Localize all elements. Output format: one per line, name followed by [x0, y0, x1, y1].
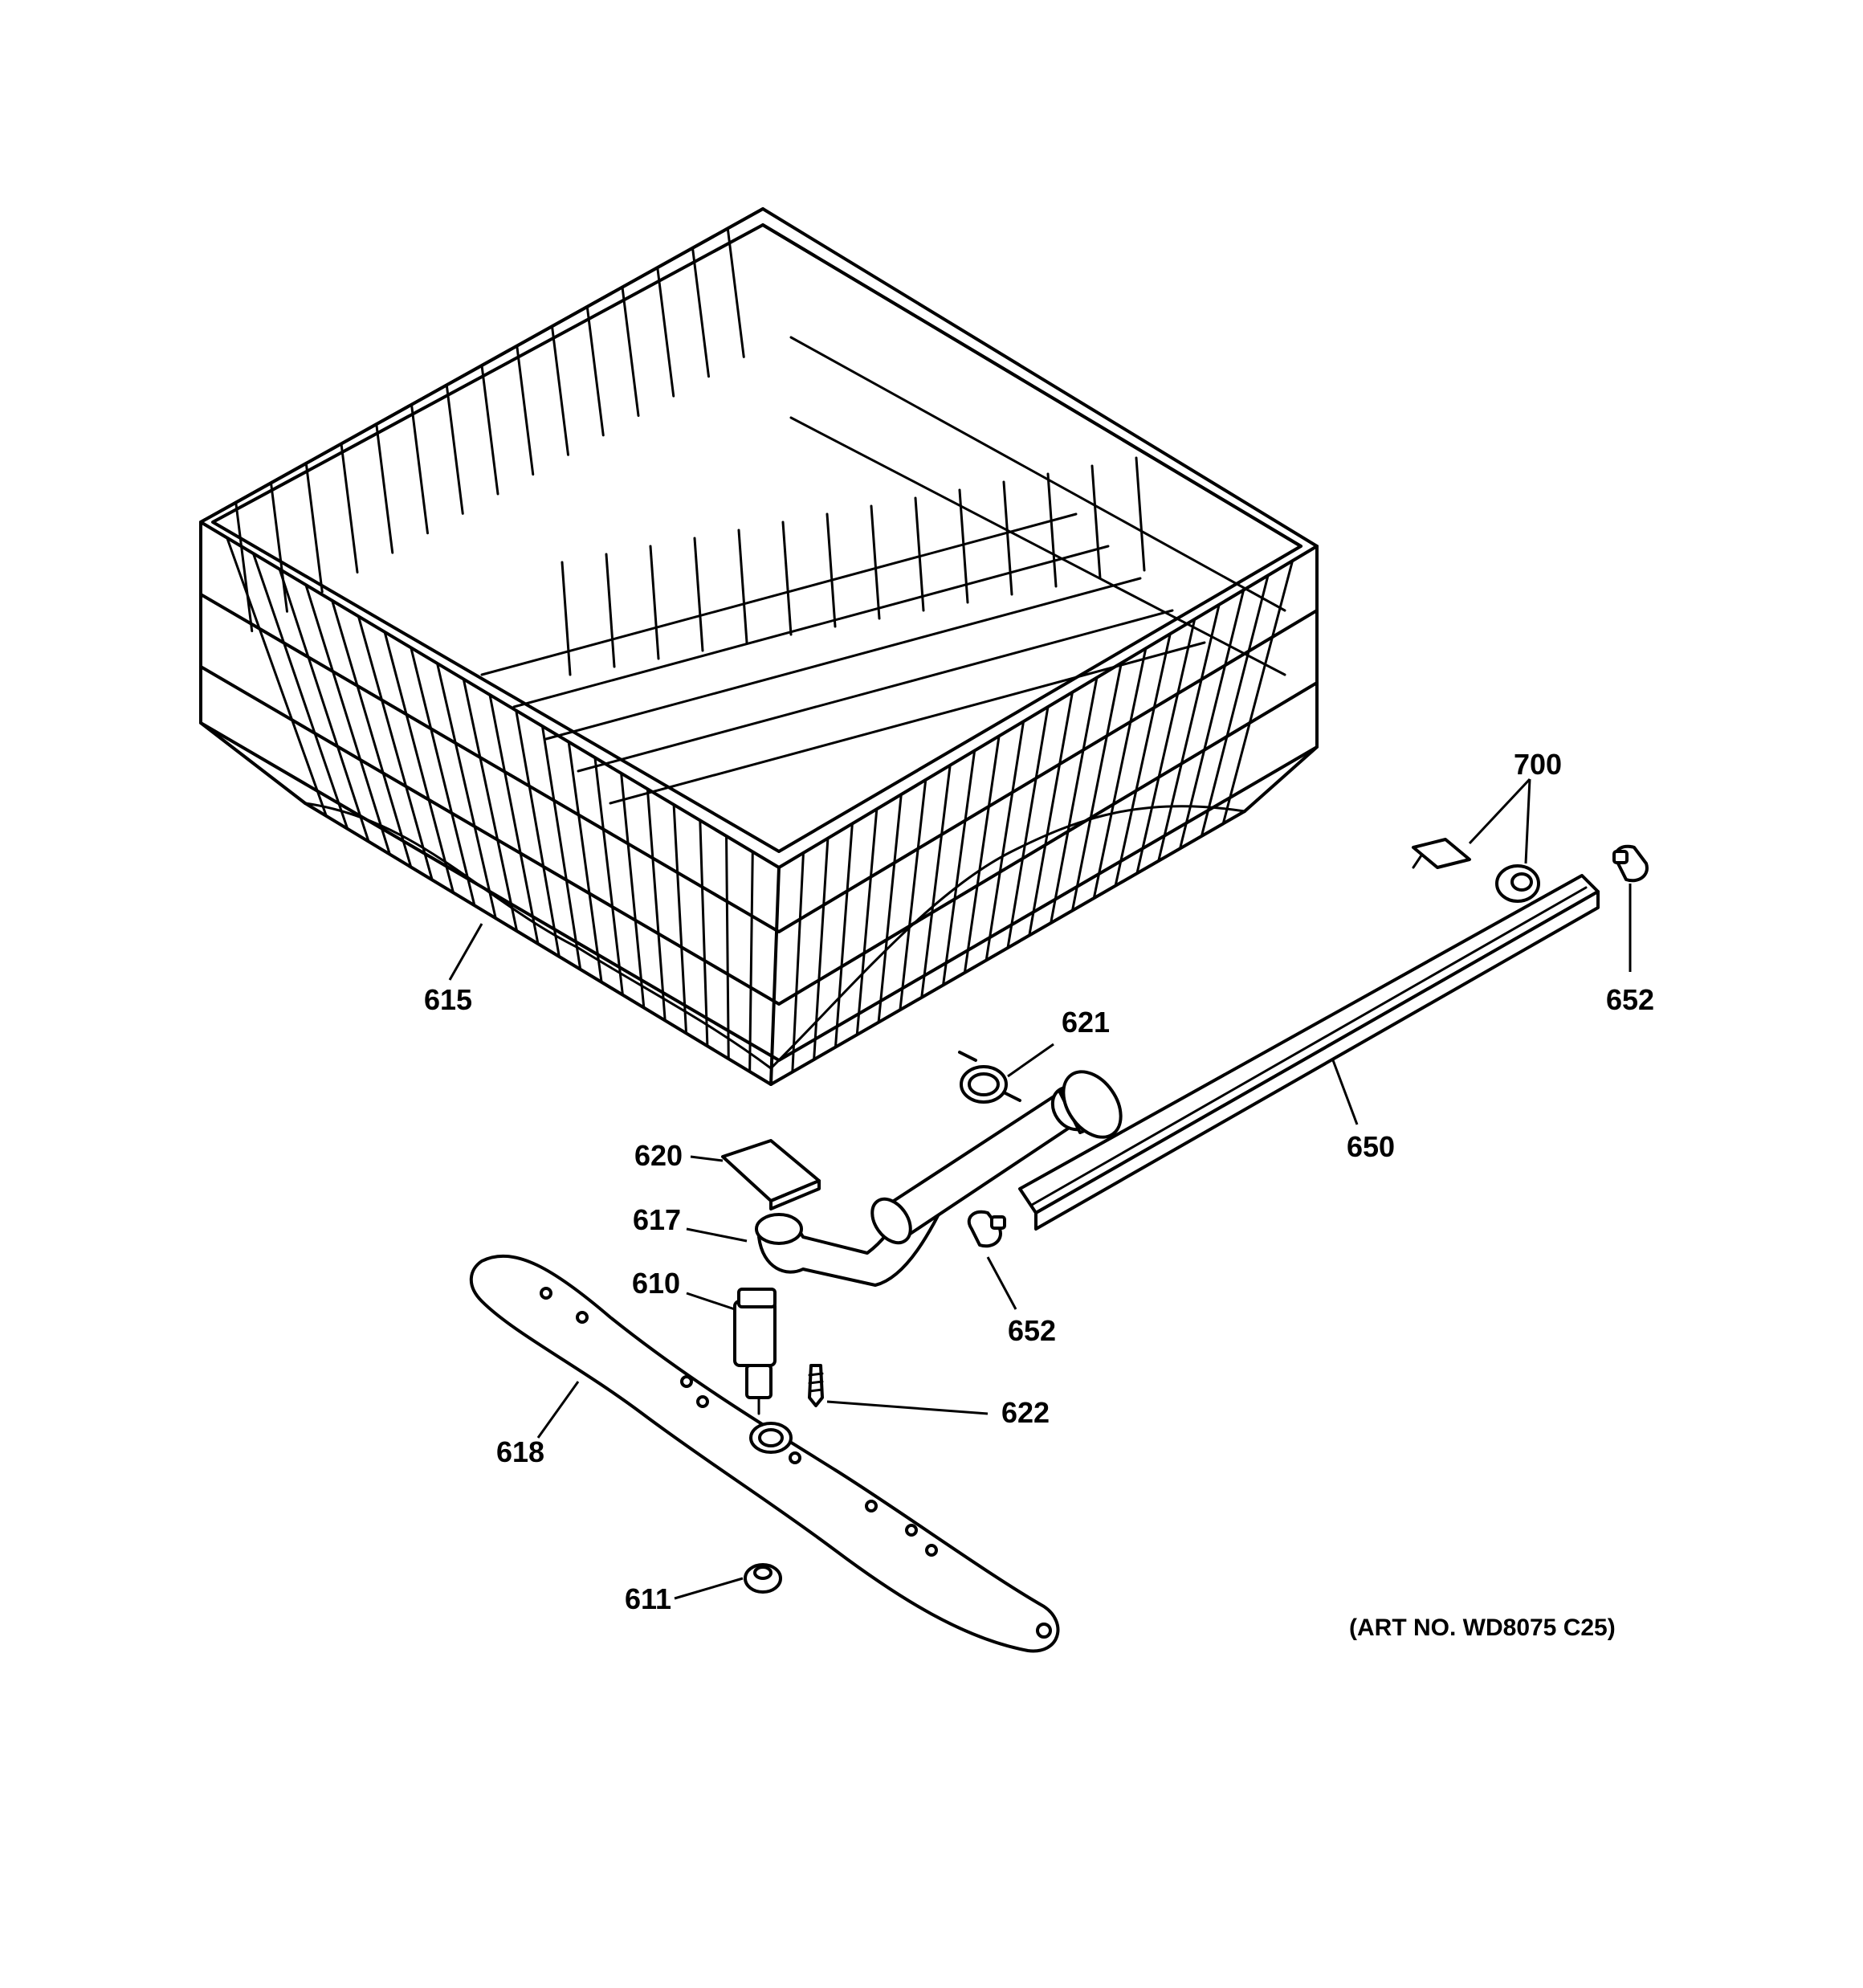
clip: [721, 1139, 821, 1210]
rack-wire: [357, 614, 434, 881]
rack-wire: [605, 553, 616, 668]
rack-wire: [656, 266, 675, 398]
rack-wire: [826, 512, 837, 628]
callout-652-left: 652: [1007, 1314, 1057, 1347]
rack-wire: [251, 552, 349, 831]
rack-wire: [1157, 603, 1221, 863]
rack-wire: [1070, 661, 1123, 912]
callout-650: 650: [1346, 1130, 1396, 1163]
rack-wire: [515, 709, 561, 958]
rack-wire: [1200, 574, 1270, 838]
rack-wire: [304, 462, 324, 594]
rack-wire: [1006, 705, 1050, 949]
rack-wire: [899, 778, 927, 1011]
rack-wire: [646, 787, 667, 1022]
rack-wire: [1002, 480, 1013, 596]
rack-wire: [649, 545, 660, 660]
rack-wire: [726, 227, 745, 358]
rack-wire: [383, 631, 455, 894]
rack-wire: [278, 568, 370, 843]
rack-wire: [410, 403, 429, 535]
callout-622: 622: [1001, 1396, 1050, 1429]
elbow-conduit: [755, 1070, 1123, 1287]
hose-clamp: [958, 1051, 1021, 1104]
cap: [744, 1563, 782, 1594]
rack-wire: [1135, 456, 1146, 572]
rack-wire: [748, 850, 754, 1073]
callout-620: 620: [634, 1139, 683, 1172]
rack-wire: [593, 756, 624, 997]
rack-wire: [1092, 647, 1148, 900]
rack-wire: [488, 693, 540, 945]
rack-wire: [942, 749, 976, 986]
rack-wire: [870, 504, 881, 620]
callout-618: 618: [495, 1435, 545, 1468]
rack-wire: [781, 520, 793, 636]
rack-wire: [725, 835, 730, 1060]
callout-621: 621: [1061, 1006, 1111, 1039]
rail-end-cap-left: [967, 1210, 1006, 1248]
rack-wire: [445, 383, 464, 515]
rack-wire: [410, 646, 476, 907]
rack-wire: [436, 662, 497, 920]
rack-wire: [621, 286, 640, 417]
art-number: (ART NO. WD8075 C25): [1349, 1614, 1616, 1641]
callout-617: 617: [632, 1203, 682, 1236]
leader-lines: [448, 778, 1632, 1600]
rack-stop-clip: [1412, 838, 1471, 869]
spray-arm: [469, 1254, 1060, 1653]
callout-610: 610: [631, 1267, 681, 1300]
upper-rack: [199, 207, 1319, 1086]
rack-wire: [963, 734, 1001, 974]
spray-arm-hub: [733, 1288, 777, 1415]
rack-wire: [1090, 464, 1102, 580]
rack-wire: [672, 803, 688, 1035]
rack-wire: [691, 247, 710, 378]
rack-wire: [304, 583, 391, 856]
rack-wire: [693, 537, 704, 652]
rack-wire: [1050, 676, 1099, 925]
rack-wire: [984, 720, 1025, 961]
rack-wire: [551, 325, 569, 456]
rack-wire: [516, 345, 535, 476]
rack-wire: [855, 807, 879, 1036]
rail-end-cap-right: [1612, 844, 1649, 883]
rack-wire: [920, 764, 952, 999]
rack-wire: [226, 537, 328, 818]
rack-wire: [620, 772, 646, 1010]
rack-wire: [540, 725, 582, 971]
rack-wheel: [1495, 864, 1540, 903]
callout-615: 615: [423, 983, 473, 1016]
rack-wire: [561, 561, 572, 676]
rack-wire: [1114, 632, 1172, 888]
rack-wire: [877, 793, 903, 1024]
rack-wire: [567, 741, 603, 984]
rack-wire: [813, 837, 830, 1061]
rack-wire: [270, 481, 288, 613]
rack-wire: [737, 529, 748, 644]
rack-rail: [1018, 874, 1600, 1231]
rack-wire: [462, 677, 519, 933]
rack-wire: [1046, 472, 1058, 588]
rack-wire: [375, 423, 394, 554]
callout-652-right: 652: [1605, 983, 1655, 1016]
rack-wire: [585, 305, 605, 437]
screw: [808, 1364, 824, 1407]
rack-wire: [1221, 559, 1294, 825]
rack-wire: [791, 851, 805, 1074]
rack-wire: [331, 599, 413, 869]
rack-wire: [1135, 618, 1196, 875]
rack-wire: [699, 818, 709, 1047]
rack-wire: [1028, 691, 1074, 937]
rack-wire: [914, 496, 925, 612]
callout-611: 611: [624, 1582, 672, 1615]
rack-wire: [340, 443, 359, 574]
callout-700: 700: [1513, 748, 1563, 781]
rack-wire: [834, 822, 854, 1049]
rack-wire: [480, 364, 499, 496]
rack-wire: [234, 501, 254, 633]
